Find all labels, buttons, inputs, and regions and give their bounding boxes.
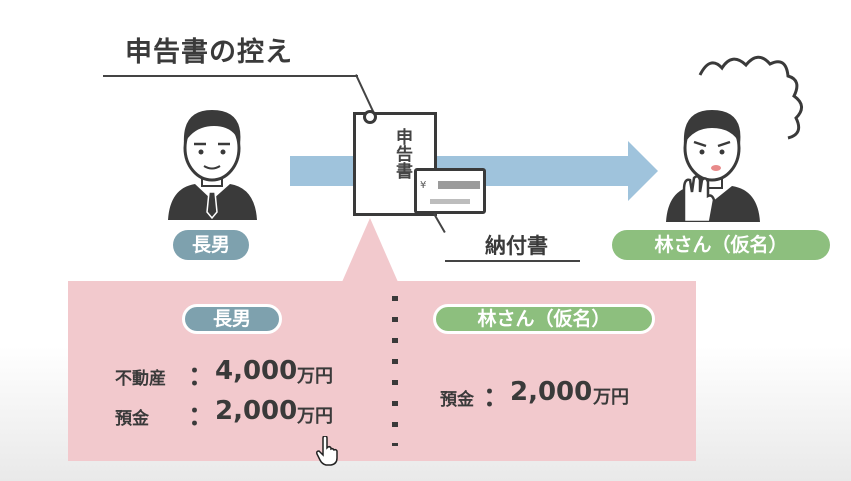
real-estate-unit: 万円 (297, 366, 333, 387)
right-deposit-value: 2,000 (510, 377, 593, 407)
real-estate-label: 不動産 (115, 369, 166, 389)
left-deposit-label: 預金 (115, 409, 149, 429)
right-deposit-separator: ： (483, 383, 510, 413)
real-estate-value: 4,000 (215, 356, 298, 386)
panel-eldest-son-label: 長男 (182, 304, 282, 334)
panel-hayashi-label: 林さん（仮名） (433, 304, 655, 334)
eldest-son-figure-icon (168, 110, 257, 220)
payment-callout-vertical (433, 213, 446, 234)
payment-callout-horizontal (445, 260, 580, 262)
right-deposit-unit: 万円 (593, 387, 629, 408)
tax-return-document-text: 申告書 (392, 128, 412, 179)
left-deposit-unit: 万円 (297, 406, 333, 427)
left-deposit-separator: ： (188, 402, 215, 432)
shock-lines-icon (698, 55, 803, 140)
panel-pointer (342, 218, 398, 282)
payment-slip-line (430, 199, 470, 204)
hand-pointer-cursor-icon (316, 436, 338, 466)
payment-slip-stripe (438, 181, 480, 189)
callout-title: 申告書の控え (125, 37, 293, 68)
document-clip-icon (363, 110, 377, 124)
left-deposit-value: 2,000 (215, 396, 298, 426)
hayashi-label: 林さん（仮名） (612, 230, 830, 260)
callout-line-horizontal (103, 75, 358, 77)
payment-slip-icon (414, 168, 486, 214)
panel-divider (392, 296, 398, 446)
yen-symbol: ¥ (420, 180, 427, 191)
transfer-arrow-head (628, 141, 658, 201)
payment-slip-label: 納付書 (485, 234, 548, 258)
real-estate-separator: ： (188, 362, 215, 392)
right-deposit-label: 預金 (440, 390, 474, 410)
hayashi-figure-icon (666, 110, 760, 222)
eldest-son-label: 長男 (173, 230, 249, 260)
